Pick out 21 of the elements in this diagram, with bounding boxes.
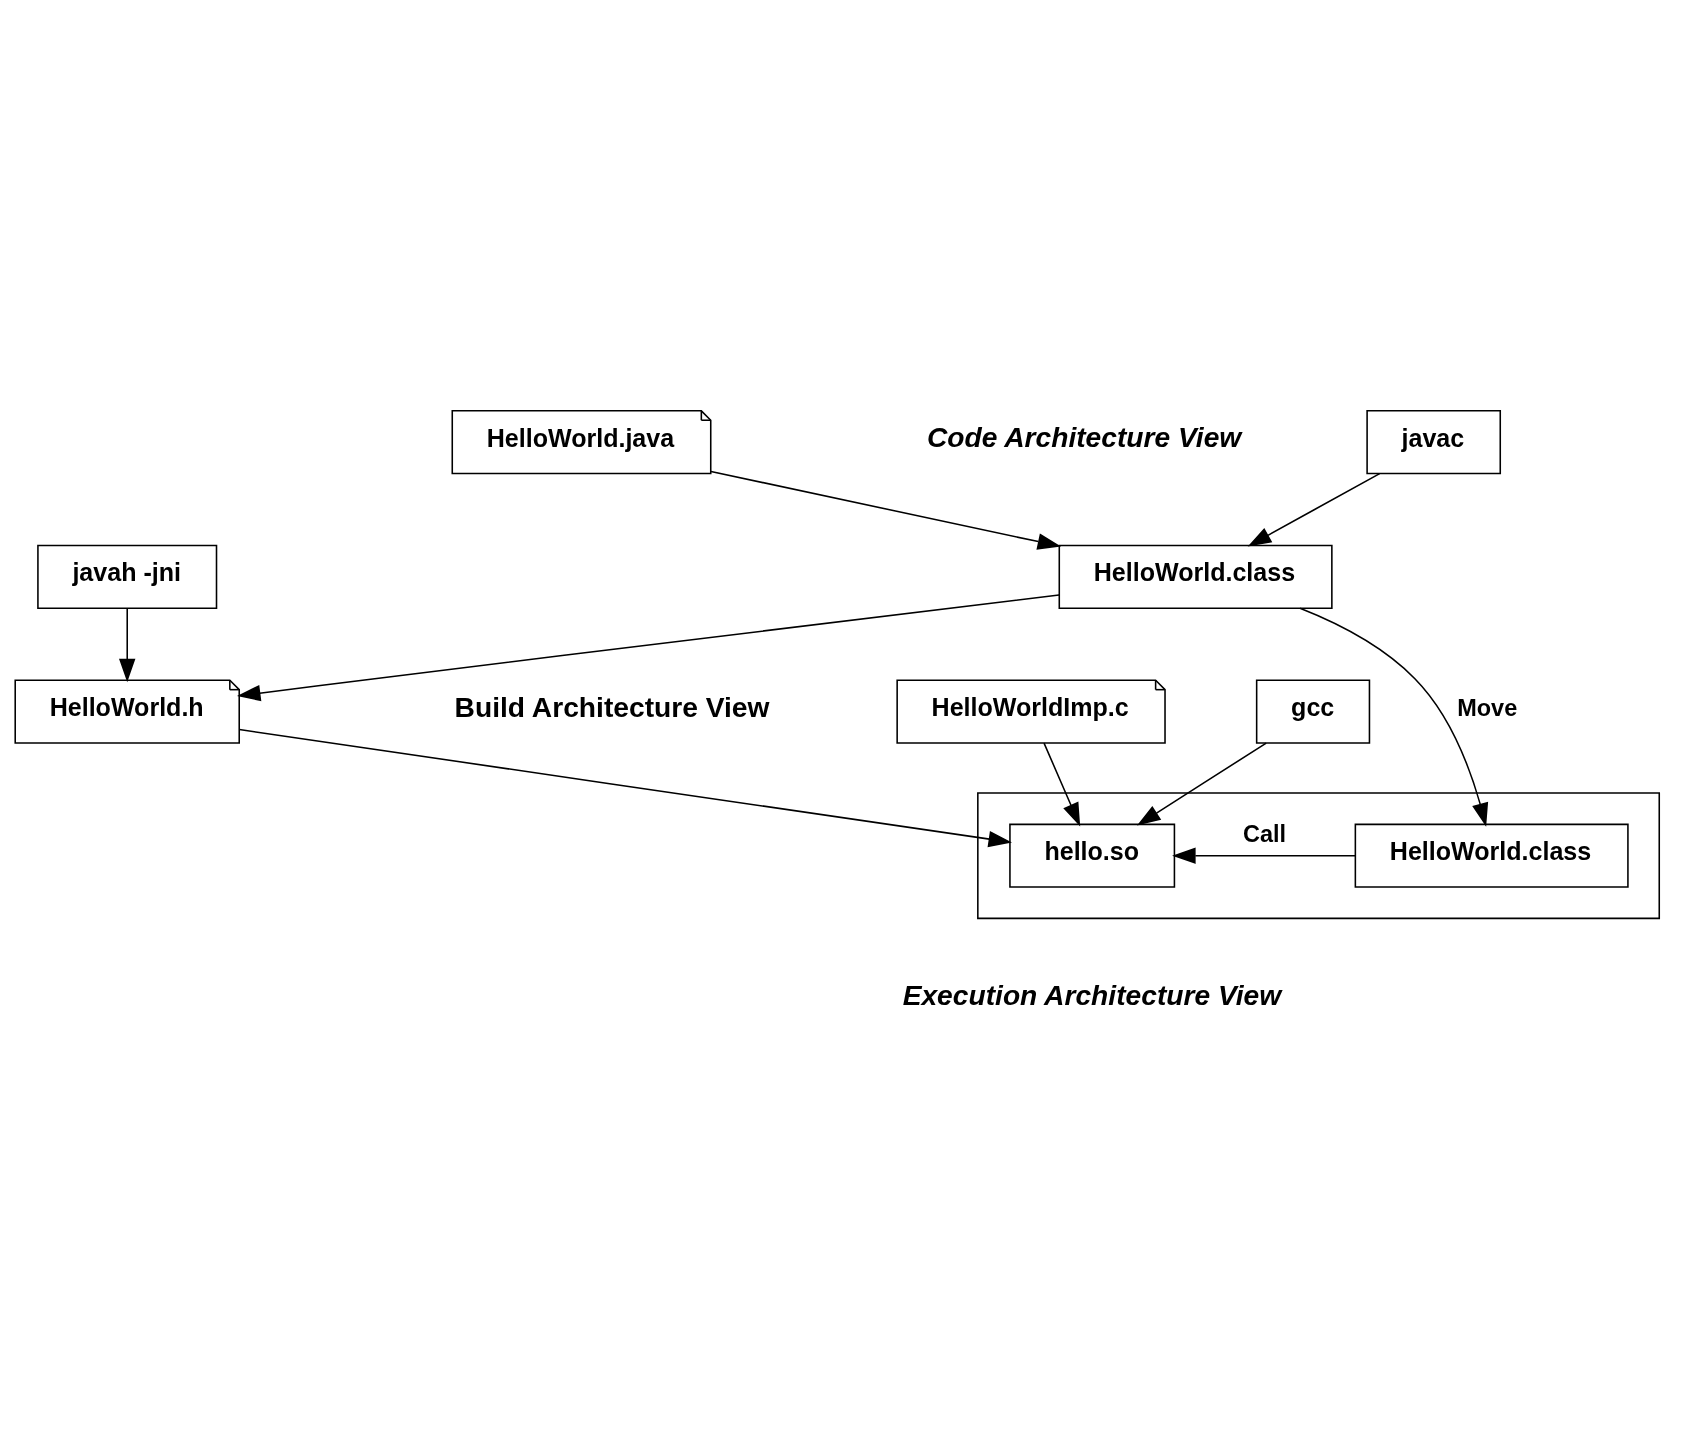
node-box: gcc: [1255, 679, 1371, 744]
arrow: [238, 728, 1012, 848]
arrow: [1299, 607, 1489, 827]
arrow: [1247, 472, 1381, 547]
edge-label: Move: [1457, 694, 1518, 721]
node-box: HelloWorld.class: [1058, 544, 1333, 609]
label: Build Architecture View: [454, 690, 770, 723]
label: Code Architecture View: [926, 421, 1242, 454]
arrow: [1172, 847, 1356, 864]
arrow: [236, 594, 1060, 702]
edge-label: Call: [1242, 820, 1287, 847]
arrow: [710, 470, 1062, 550]
arrow: [1043, 742, 1081, 827]
node-box: javac: [1366, 410, 1502, 475]
node-box: javah -jni: [37, 544, 218, 609]
node-box: HelloWorld.class: [1354, 823, 1629, 888]
arrow: [1136, 742, 1267, 826]
cluster: [977, 792, 1661, 920]
label: Execution Architecture View: [902, 979, 1282, 1012]
node-box: hello.so: [1009, 823, 1176, 888]
arrow: [119, 607, 136, 683]
